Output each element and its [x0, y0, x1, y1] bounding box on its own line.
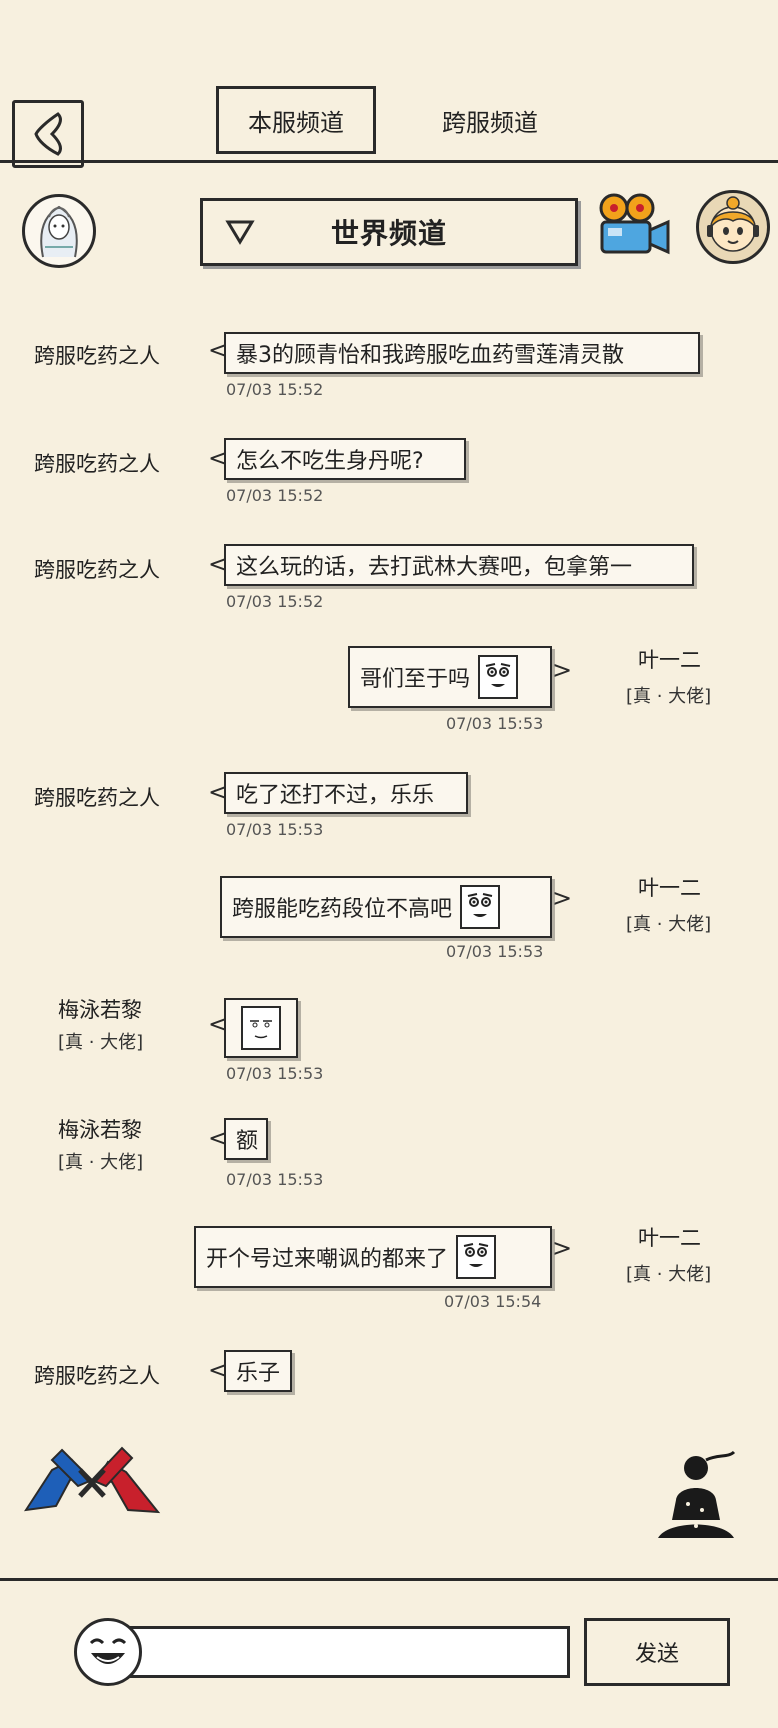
sender-name[interactable]: 叶一二	[638, 876, 701, 900]
laughing-face-icon	[89, 1638, 127, 1664]
rank-badge: [真 · 大佬]	[58, 1032, 144, 1053]
message-text: 怎么不吃生身丹呢?	[236, 449, 424, 474]
message-time: 07/03 15:53	[226, 1170, 324, 1189]
emoticon-face-icon	[478, 655, 519, 699]
chat-input[interactable]	[130, 1626, 570, 1678]
message-time: 07/03 15:53	[446, 714, 544, 733]
message-text: 哥们至于吗	[360, 667, 471, 692]
message-bubble[interactable]: 哥们至于吗	[348, 646, 552, 708]
message-time: 07/03 15:52	[226, 592, 324, 611]
triangle-down-icon	[225, 220, 255, 245]
emoticon-face-icon	[460, 885, 501, 929]
top-band	[0, 0, 778, 80]
bubble-pointer-icon: >	[552, 1234, 573, 1262]
bubble-pointer-icon: <	[208, 1010, 229, 1038]
tab-cross-server[interactable]: 跨服频道	[400, 86, 580, 154]
bubble-pointer-icon: <	[208, 1356, 229, 1384]
tab-local-server[interactable]: 本服频道	[216, 86, 376, 154]
bubble-pointer-icon: >	[552, 884, 573, 912]
sender-name[interactable]: 梅泳若黎	[58, 1118, 142, 1142]
emoji-button[interactable]	[74, 1618, 142, 1686]
bubble-pointer-icon: <	[208, 550, 229, 578]
message-time: 07/03 15:53	[226, 1064, 324, 1083]
player-avatar[interactable]	[22, 194, 96, 268]
back-button[interactable]	[12, 100, 84, 168]
versus-fighters-icon	[23, 1446, 161, 1514]
rank-badge: [真 · 大佬]	[626, 914, 712, 935]
message-bubble[interactable]: 吃了还打不过，乐乐	[224, 772, 468, 814]
versus-logo[interactable]	[22, 1440, 162, 1520]
bubble-pointer-icon: <	[208, 336, 229, 364]
message-time: 07/03 15:52	[226, 380, 324, 399]
message-bubble[interactable]: 怎么不吃生身丹呢?	[224, 438, 466, 480]
bubble-pointer-icon: <	[208, 1124, 229, 1152]
header-divider	[0, 160, 778, 163]
headset-girl-icon	[707, 196, 759, 252]
sender-name[interactable]: 跨服吃药之人	[34, 1364, 160, 1388]
character-portrait-icon	[40, 205, 78, 258]
message-time: 07/03 15:53	[446, 942, 544, 961]
meditating-figure-icon	[658, 1450, 736, 1538]
sender-name[interactable]: 梅泳若黎	[58, 998, 142, 1022]
channel-selector[interactable]: 世界频道	[200, 198, 578, 266]
sender-name[interactable]: 跨服吃药之人	[34, 786, 160, 810]
footer-divider	[0, 1578, 778, 1581]
tab-local-label: 本服频道	[248, 108, 344, 137]
rank-badge: [真 · 大佬]	[58, 1152, 144, 1173]
back-chevron-icon	[34, 112, 62, 156]
message-bubble[interactable]: 暴3的顾青怡和我跨服吃血药雪莲清灵散	[224, 332, 700, 374]
message-text: 额	[236, 1129, 259, 1154]
message-bubble[interactable]: 这么玩的话，去打武林大赛吧，包拿第一	[224, 544, 694, 586]
sender-name[interactable]: 跨服吃药之人	[34, 558, 160, 582]
rank-badge: [真 · 大佬]	[626, 1264, 712, 1285]
sender-name[interactable]: 跨服吃药之人	[34, 344, 160, 368]
support-avatar[interactable]	[696, 190, 770, 264]
message-text: 开个号过来嘲讽的都来了	[206, 1247, 449, 1272]
bubble-pointer-icon: <	[208, 444, 229, 472]
message-text: 暴3的顾青怡和我跨服吃血药雪莲清灵散	[236, 343, 624, 368]
bubble-pointer-icon: <	[208, 778, 229, 806]
message-text: 这么玩的话，去打武林大赛吧，包拿第一	[236, 555, 633, 580]
message-time: 07/03 15:52	[226, 486, 324, 505]
send-label: 发送	[634, 1642, 679, 1667]
send-button[interactable]: 发送	[584, 1618, 730, 1686]
meditating-figure[interactable]	[654, 1450, 738, 1546]
message-bubble[interactable]: 乐子	[224, 1350, 292, 1392]
sender-name[interactable]: 叶一二	[638, 648, 701, 672]
message-bubble[interactable]: 开个号过来嘲讽的都来了	[194, 1226, 552, 1288]
message-bubble[interactable]: 跨服能吃药段位不高吧	[220, 876, 552, 938]
movie-camera-button[interactable]	[594, 192, 672, 262]
message-bubble[interactable]	[224, 998, 298, 1058]
sender-name[interactable]: 跨服吃药之人	[34, 452, 160, 476]
channel-title: 世界频道	[330, 217, 447, 250]
bubble-pointer-icon: >	[552, 656, 573, 684]
message-text: 乐子	[236, 1361, 281, 1386]
emoticon-face-icon	[456, 1235, 497, 1279]
tab-cross-label: 跨服频道	[442, 108, 538, 137]
message-time: 07/03 15:54	[444, 1292, 542, 1311]
message-text: 跨服能吃药段位不高吧	[232, 897, 453, 922]
message-time: 07/03 15:53	[226, 820, 324, 839]
emoticon-face-icon	[241, 1006, 281, 1050]
sender-name[interactable]: 叶一二	[638, 1226, 701, 1250]
message-bubble[interactable]: 额	[224, 1118, 268, 1160]
rank-badge: [真 · 大佬]	[626, 686, 712, 707]
message-text: 吃了还打不过，乐乐	[236, 783, 435, 808]
movie-camera-icon	[599, 193, 670, 255]
